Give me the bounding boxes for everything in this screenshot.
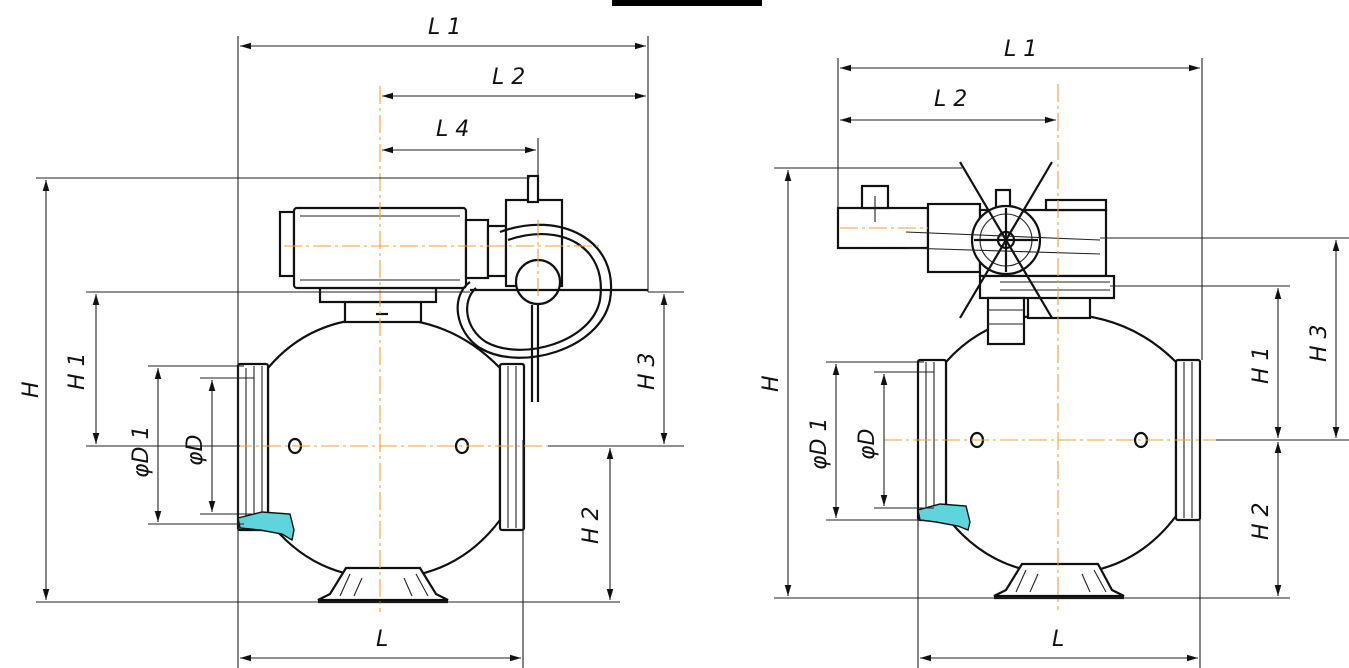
right-valve-view: L 1 L 2 H φD 1 φD H 1 H 3 H 2 L [759, 37, 1349, 668]
left-dim-D1: φD 1 [129, 426, 154, 478]
left-extension-lines [36, 36, 684, 668]
left-dim-D: φD [183, 435, 208, 466]
right-dim-H1: H 1 [1249, 346, 1274, 384]
right-dim-H2: H 2 [1249, 502, 1274, 540]
right-dim-H3: H 3 [1307, 324, 1332, 362]
left-dim-H1: H 1 [65, 352, 90, 390]
right-actuator [836, 161, 1116, 346]
right-dim-D: φD [855, 429, 880, 460]
left-dim-L1: L 1 [428, 15, 461, 40]
right-extension-lines [774, 58, 1349, 668]
left-dim-H: H [19, 381, 44, 398]
right-dimensions: L 1 L 2 H φD 1 φD H 1 H 3 H 2 L [759, 37, 1340, 662]
left-dim-L2: L 2 [492, 65, 525, 90]
right-dim-L1: L 1 [1004, 37, 1037, 62]
left-dim-H2: H 2 [579, 506, 604, 544]
right-valve-body [916, 294, 1202, 600]
right-dim-D1: φD 1 [807, 418, 832, 470]
right-dim-L2: L 2 [934, 87, 967, 112]
left-dim-L: L [376, 627, 388, 652]
right-dim-L: L [1052, 627, 1064, 652]
header-bar [612, 0, 762, 6]
right-dim-H: H [759, 375, 784, 392]
left-valve-body [236, 286, 526, 604]
left-dim-H3: H 3 [635, 352, 660, 390]
left-dimensions: L 1 L 2 L 4 H H 1 φD 1 φD H 3 H 2 L [19, 15, 668, 662]
left-valve-view: L 1 L 2 L 4 H H 1 φD 1 φD H 3 H 2 L [19, 15, 684, 668]
left-dim-L4: L 4 [436, 117, 469, 142]
